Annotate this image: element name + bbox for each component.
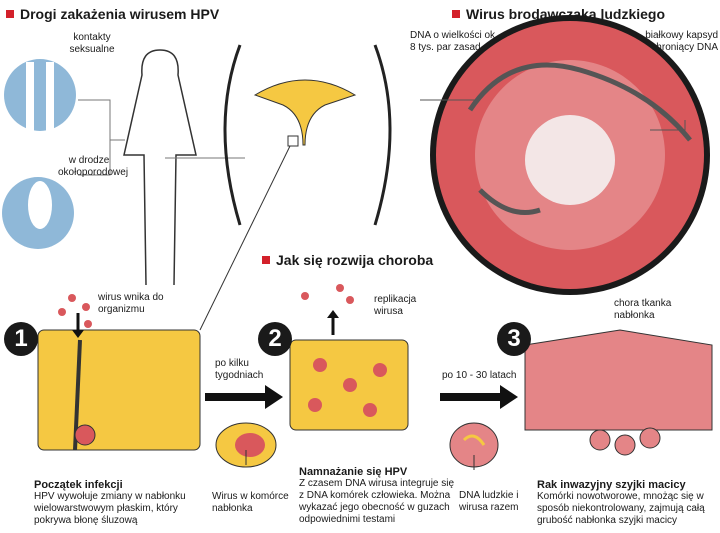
perinatal-label: w drodze okołoporodowej (58, 155, 129, 178)
step-1-number: 1 (4, 322, 38, 356)
dna-label: DNA o wielkości ok. 8 tys. par zasad (410, 30, 498, 53)
transition-years: po 10 - 30 latach (442, 370, 517, 381)
step-1-callout: wirus wnika do organizmu (98, 292, 164, 315)
arrow-icon (205, 385, 283, 409)
virus-sphere (420, 15, 710, 295)
woman-silhouette (123, 49, 197, 286)
step-3-description: Rak inwazyjny szyjki macicy Komórki nowo… (537, 479, 717, 527)
sexual-contact-icon (4, 59, 76, 131)
progress-arrows (205, 385, 518, 409)
step-2-text: Z czasem DNA wirusa integruje się z DNA … (299, 478, 455, 525)
cell-label-virus: Wirus w komórce nabłonka (212, 491, 289, 514)
virus-title: Wirus brodawczaka ludzkiego (452, 6, 665, 22)
step-2-number: 2 (258, 322, 292, 356)
dna-strand (467, 62, 692, 215)
step-1-title: Początek infekcji (34, 479, 123, 491)
step-3-callout: chora tkanka nabłonka (614, 298, 672, 321)
progress-title-text: Jak się rozwija choroba (276, 252, 434, 268)
step-1-description: Początek infekcji HPV wywołuje zmiany w … (34, 479, 214, 527)
transition-weeks: po kilku tygodniach (215, 358, 264, 381)
step-2-description: Namnażanie się HPV Z czasem DNA wirusa i… (299, 466, 459, 526)
progress-title: Jak się rozwija choroba (262, 252, 433, 268)
cell-label-dna: DNA ludzkie i wirusa razem (459, 490, 519, 513)
step-2-callout: replikacja wirusa (374, 294, 417, 317)
tissue-2 (289, 284, 409, 431)
routes-title: Drogi zakażenia wirusem HPV (6, 6, 219, 22)
step-2-title: Namnażanie się HPV (299, 466, 408, 478)
step-3-number: 3 (497, 322, 531, 356)
routes-title-text: Drogi zakażenia wirusem HPV (20, 6, 220, 22)
virus-title-text: Wirus brodawczaka ludzkiego (466, 6, 666, 22)
step-3-title: Rak inwazyjny szyjki macicy (537, 479, 686, 491)
sexual-contact-label: kontakty seksualne (69, 32, 115, 55)
transmission-icons (2, 44, 392, 331)
arrow-icon (440, 385, 518, 409)
cell-details (215, 422, 499, 470)
tissue-3 (524, 329, 713, 456)
capsid-label: białkowy kapsyd chroniący DNA (645, 30, 718, 53)
tissue-1 (37, 294, 201, 451)
step-1-text: HPV wywołuje zmiany w nabłonku wielowars… (34, 491, 186, 526)
uterus-icon (253, 79, 357, 146)
step-3-text: Komórki nowotworowe, mnożąc się w sposób… (537, 491, 705, 526)
